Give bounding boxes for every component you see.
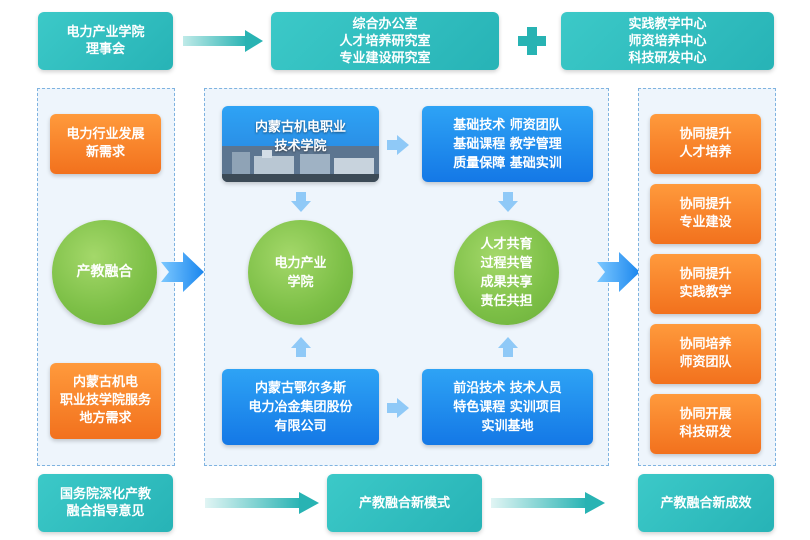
council-box: 电力产业学院 理事会	[38, 12, 173, 70]
middle-to-right-arrow	[597, 252, 640, 292]
enterprise-box: 前沿技术 技术人员 特色课程 实训项目 实训基地	[422, 369, 593, 445]
company-to-enterprise-arrow	[387, 398, 409, 418]
campus-image	[222, 146, 379, 182]
school-down-arrow	[291, 192, 311, 212]
policy-to-mode-arrow	[205, 492, 319, 514]
council-to-offices-arrow	[183, 30, 263, 52]
core-circle: 产教融合	[52, 220, 157, 325]
college-circle: 电力产业 学院	[248, 220, 353, 325]
left-to-middle-arrow	[161, 252, 204, 292]
result-research-box: 协同开展 科技研发	[650, 394, 761, 454]
school-to-resources-arrow	[387, 135, 409, 155]
mode-to-result-arrow	[491, 492, 605, 514]
result-major-box: 协同提升 专业建设	[650, 184, 761, 244]
mode-box: 产教融合新模式	[327, 474, 482, 532]
demand-industry-box: 电力行业发展 新需求	[50, 114, 161, 174]
demand-local-box: 内蒙古机电 职业技学院服务 地方需求	[50, 363, 161, 439]
school-box: 内蒙古机电职业 技术学院	[222, 106, 379, 182]
centers-box: 实践教学中心 师资培养中心 科技研发中心	[561, 12, 774, 70]
resources-down-arrow	[498, 192, 518, 212]
offices-box: 综合办公室 人才培养研究室 专业建设研究室	[271, 12, 499, 70]
resources-box: 基础技术 师资团队 基础课程 教学管理 质量保障 基础实训	[422, 106, 593, 182]
policy-box: 国务院深化产教 融合指导意见	[38, 474, 173, 532]
enterprise-up-arrow	[498, 337, 518, 357]
shared-circle: 人才共育 过程共管 成果共享 责任共担	[454, 220, 559, 325]
result-talent-box: 协同提升 人才培养	[650, 114, 761, 174]
company-up-arrow	[291, 337, 311, 357]
result-box: 产教融合新成效	[638, 474, 774, 532]
company-box: 内蒙古鄂尔多斯 电力冶金集团股份 有限公司	[222, 369, 379, 445]
school-label: 内蒙古机电职业 技术学院	[254, 120, 346, 154]
result-teacher-box: 协同培养 师资团队	[650, 324, 761, 384]
result-practice-box: 协同提升 实践教学	[650, 254, 761, 314]
plus-icon	[518, 27, 546, 55]
